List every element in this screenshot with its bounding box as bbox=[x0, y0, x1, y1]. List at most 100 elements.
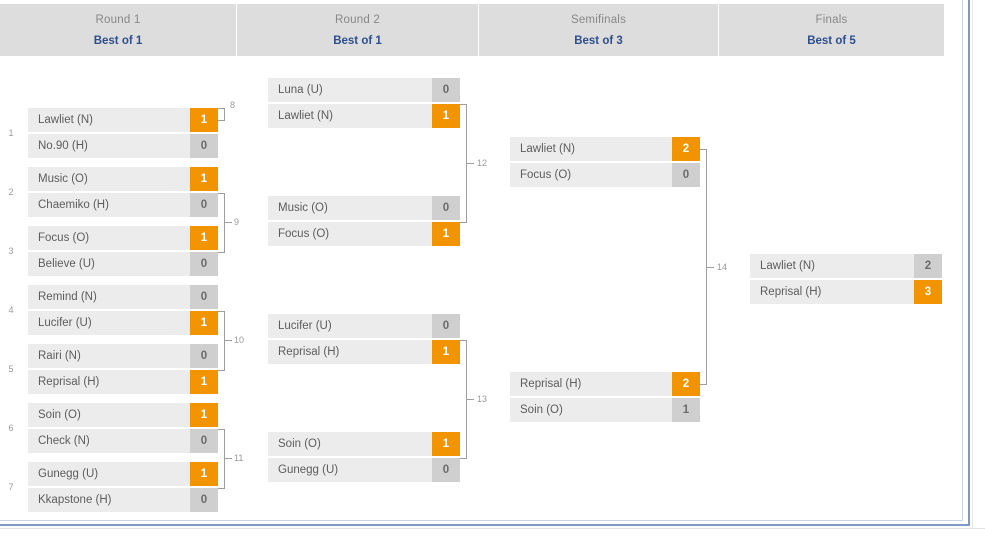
round-header-title: Round 1 bbox=[95, 13, 141, 26]
team-name: Reprisal (H) bbox=[38, 376, 100, 388]
team-score: 1 bbox=[190, 108, 218, 132]
team-row[interactable]: Lucifer (U) 1 bbox=[28, 311, 218, 335]
connector-line bbox=[706, 267, 714, 268]
match-number: 1 bbox=[8, 128, 14, 138]
team-row[interactable]: Soin (O) 1 bbox=[510, 398, 700, 422]
team-score: 1 bbox=[672, 398, 700, 422]
match-sf-13[interactable]: Reprisal (H) 2 Soin (O) 1 bbox=[510, 372, 700, 422]
team-row[interactable]: Believe (U) 0 bbox=[28, 252, 218, 276]
connector-line bbox=[460, 458, 467, 459]
team-row[interactable]: Music (O) 0 bbox=[268, 196, 460, 220]
round-header-title: Semifinals bbox=[570, 13, 627, 26]
match-r2-9[interactable]: Music (O) 0 Focus (O) 1 bbox=[268, 196, 460, 246]
team-name: Lawliet (N) bbox=[278, 110, 333, 122]
team-row[interactable]: Reprisal (H) 1 bbox=[28, 370, 218, 394]
match-r1-6[interactable]: 6 Soin (O) 1 Check (N) 0 bbox=[8, 403, 218, 453]
team-name: Gunegg (U) bbox=[38, 468, 99, 480]
connector-line bbox=[218, 370, 225, 371]
match-r1-1[interactable]: 1 Lawliet (N) 1 No.90 (H) 0 bbox=[8, 108, 218, 158]
team-row[interactable]: Kkapstone (H) 0 bbox=[28, 488, 218, 512]
team-score: 1 bbox=[190, 403, 218, 427]
match-r1-3[interactable]: 3 Focus (O) 1 Believe (U) 0 bbox=[8, 226, 218, 276]
team-row[interactable]: Luna (U) 0 bbox=[268, 78, 460, 102]
team-row[interactable]: Chaemiko (H) 0 bbox=[28, 193, 218, 217]
team-score: 1 bbox=[432, 104, 460, 128]
team-row[interactable]: Rairi (N) 0 bbox=[28, 344, 218, 368]
match-r1-4[interactable]: 4 Remind (N) 0 Lucifer (U) 1 bbox=[8, 285, 218, 335]
match-sf-12[interactable]: Lawliet (N) 2 Focus (O) 0 bbox=[510, 137, 700, 187]
team-name: Lucifer (U) bbox=[278, 320, 332, 332]
round-header-strip: Round 1 Best of 1 Round 2 Best of 1 Semi… bbox=[0, 4, 944, 56]
connector-line bbox=[706, 149, 707, 384]
match-final-14[interactable]: Lawliet (N) 2 Reprisal (H) 3 bbox=[750, 254, 942, 304]
connector-line bbox=[224, 458, 232, 459]
connector-number: 11 bbox=[234, 453, 244, 463]
team-score: 2 bbox=[672, 137, 700, 161]
window-bottom-edge bbox=[0, 528, 985, 545]
round-header-format: Best of 3 bbox=[574, 34, 623, 47]
team-row[interactable]: Music (O) 1 bbox=[28, 167, 218, 191]
connector-number: 8 bbox=[230, 100, 236, 110]
connector-line bbox=[460, 104, 467, 105]
connector-line bbox=[224, 108, 225, 120]
connector-line bbox=[460, 340, 467, 341]
match-number: 2 bbox=[8, 187, 14, 197]
connector-line bbox=[460, 222, 467, 223]
match-r1-7[interactable]: 7 Gunegg (U) 1 Kkapstone (H) 0 bbox=[8, 462, 218, 512]
team-name: Reprisal (H) bbox=[760, 286, 822, 298]
team-score: 0 bbox=[432, 78, 460, 102]
match-r1-5[interactable]: 5 Rairi (N) 0 Reprisal (H) 1 bbox=[8, 344, 218, 394]
team-score: 2 bbox=[672, 372, 700, 396]
team-name: Music (O) bbox=[278, 202, 328, 214]
match-number: 5 bbox=[8, 364, 14, 374]
connector-number: 9 bbox=[234, 217, 240, 227]
match-r1-2[interactable]: 2 Music (O) 1 Chaemiko (H) 0 bbox=[8, 167, 218, 217]
team-row[interactable]: Reprisal (H) 3 bbox=[750, 280, 942, 304]
round-header-finals: Finals Best of 5 bbox=[719, 4, 944, 56]
team-name: Focus (O) bbox=[38, 232, 90, 244]
team-row[interactable]: Lawliet (N) 1 bbox=[28, 108, 218, 132]
team-name: Soin (O) bbox=[38, 409, 81, 421]
team-row[interactable]: Lawliet (N) 2 bbox=[750, 254, 942, 278]
team-row[interactable]: Focus (O) 1 bbox=[28, 226, 218, 250]
team-score: 1 bbox=[190, 167, 218, 191]
team-row[interactable]: Check (N) 0 bbox=[28, 429, 218, 453]
team-name: Rairi (N) bbox=[38, 350, 81, 362]
connector-line bbox=[466, 163, 474, 164]
team-score: 1 bbox=[190, 311, 218, 335]
match-r2-11[interactable]: Soin (O) 1 Gunegg (U) 0 bbox=[268, 432, 460, 482]
team-row[interactable]: Reprisal (H) 2 bbox=[510, 372, 700, 396]
team-score: 0 bbox=[432, 458, 460, 482]
team-row[interactable]: Soin (O) 1 bbox=[268, 432, 460, 456]
team-row[interactable]: No.90 (H) 0 bbox=[28, 134, 218, 158]
team-row[interactable]: Remind (N) 0 bbox=[28, 285, 218, 309]
round-header-round-1: Round 1 Best of 1 bbox=[0, 4, 237, 56]
connector-line bbox=[700, 149, 707, 150]
team-row[interactable]: Lucifer (U) 0 bbox=[268, 314, 460, 338]
connector-line bbox=[218, 193, 225, 194]
match-number: 4 bbox=[8, 305, 14, 315]
team-row[interactable]: Focus (O) 0 bbox=[510, 163, 700, 187]
team-row[interactable]: Gunegg (U) 0 bbox=[268, 458, 460, 482]
round-header-semifinals: Semifinals Best of 3 bbox=[479, 4, 719, 56]
connector-line bbox=[218, 120, 225, 121]
match-r2-10[interactable]: Lucifer (U) 0 Reprisal (H) 1 bbox=[268, 314, 460, 364]
bracket-body: 1 Lawliet (N) 1 No.90 (H) 0 2 Music (O) … bbox=[0, 56, 944, 522]
team-row[interactable]: Reprisal (H) 1 bbox=[268, 340, 460, 364]
team-name: Check (N) bbox=[38, 435, 90, 447]
team-name: Lawliet (N) bbox=[38, 114, 93, 126]
team-name: Focus (O) bbox=[520, 169, 572, 181]
team-row[interactable]: Lawliet (N) 1 bbox=[268, 104, 460, 128]
match-r2-8[interactable]: Luna (U) 0 Lawliet (N) 1 bbox=[268, 78, 460, 128]
team-row[interactable]: Lawliet (N) 2 bbox=[510, 137, 700, 161]
team-name: Gunegg (U) bbox=[278, 464, 339, 476]
team-row[interactable]: Gunegg (U) 1 bbox=[28, 462, 218, 486]
connector-line bbox=[218, 429, 225, 430]
team-row[interactable]: Focus (O) 1 bbox=[268, 222, 460, 246]
team-name: Kkapstone (H) bbox=[38, 494, 112, 506]
team-score: 0 bbox=[432, 314, 460, 338]
team-row[interactable]: Soin (O) 1 bbox=[28, 403, 218, 427]
connector-line bbox=[218, 252, 225, 253]
connector-number: 13 bbox=[477, 394, 488, 404]
team-score: 1 bbox=[432, 222, 460, 246]
